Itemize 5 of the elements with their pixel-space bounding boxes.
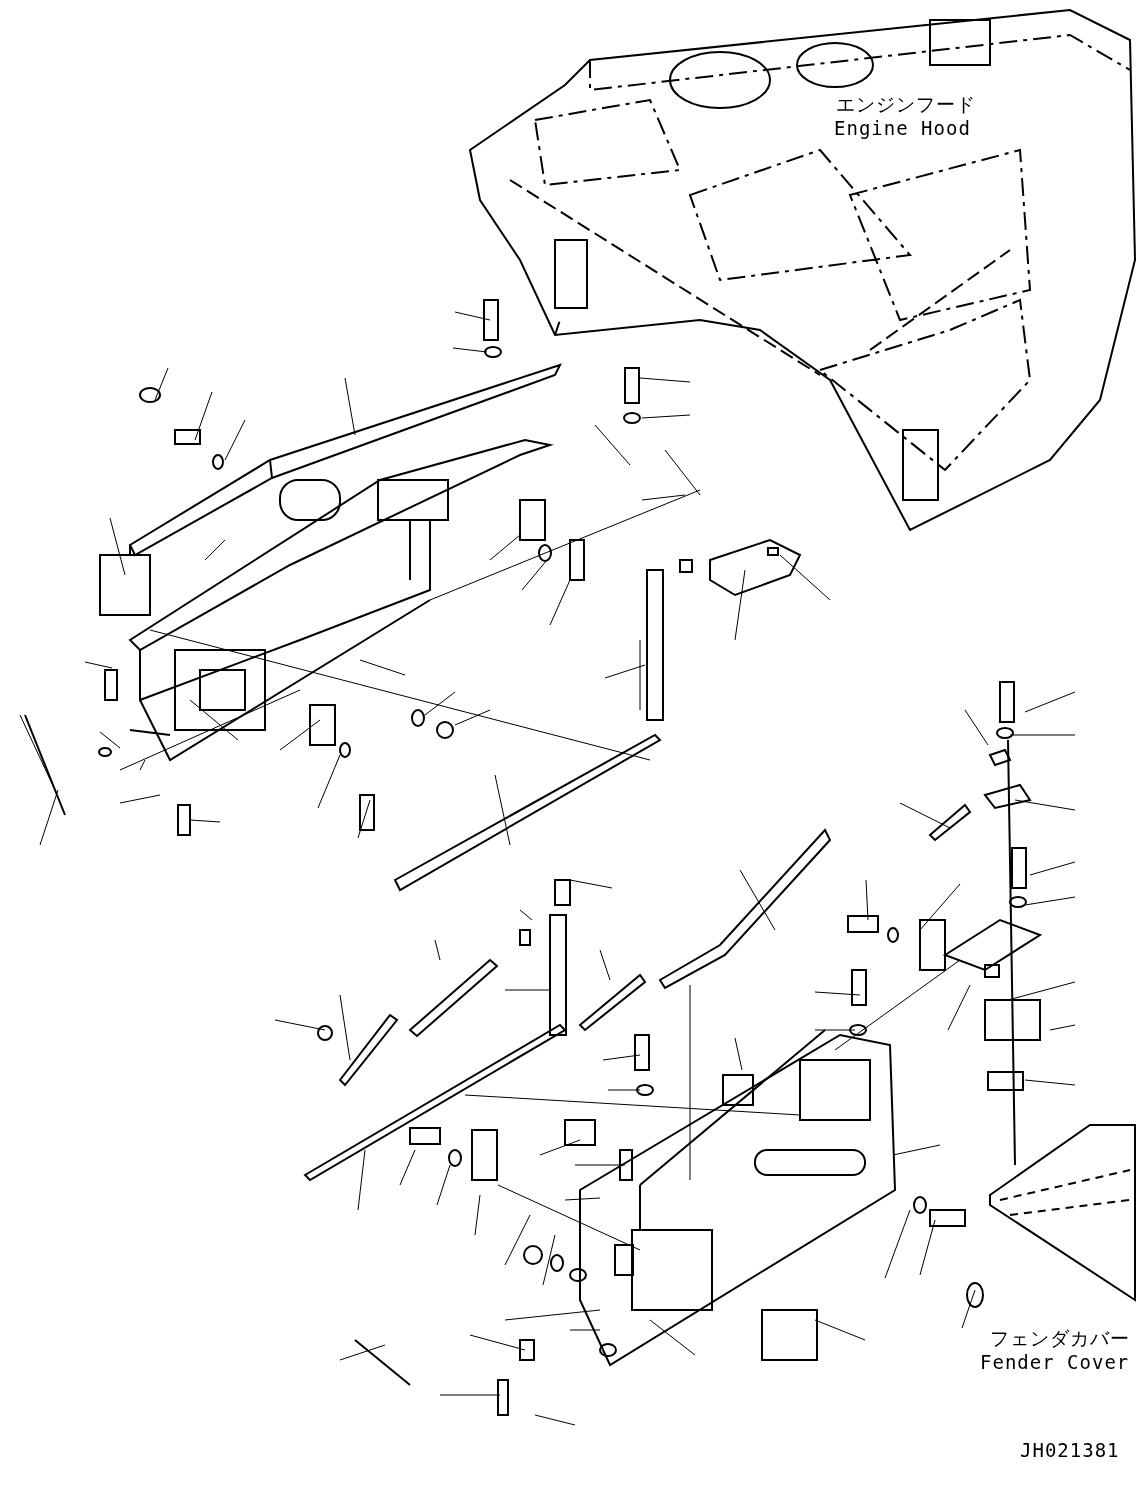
part-label: Fender Cover — [980, 1350, 1130, 1374]
part-label: Engine Hood — [834, 116, 971, 140]
part-label: フェンダカバー — [990, 1326, 1130, 1350]
part-label: エンジンフード — [836, 92, 976, 116]
drawing-number: JH021381 — [1020, 1438, 1120, 1462]
